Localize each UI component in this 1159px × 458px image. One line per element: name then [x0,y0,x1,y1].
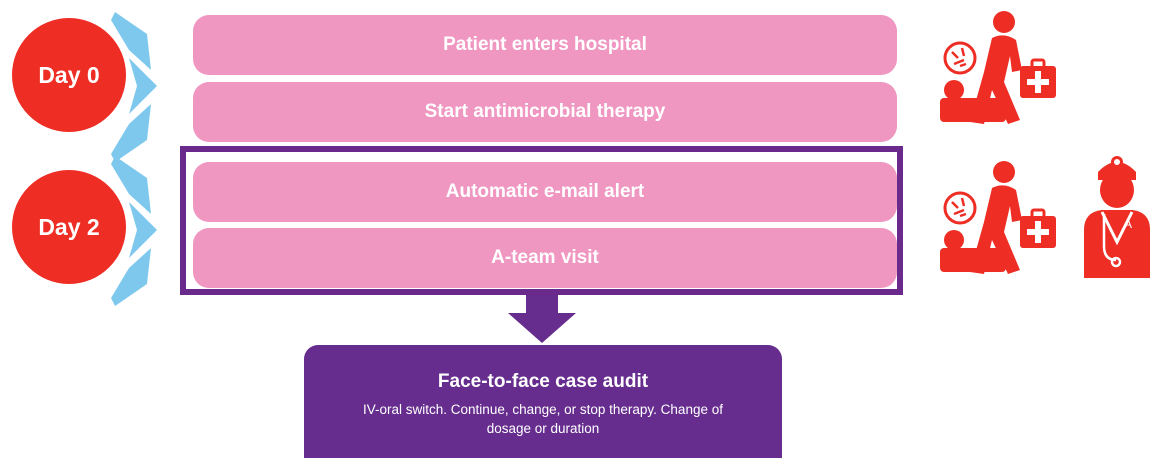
doctor-badge-letter: A [1124,217,1132,231]
day-0-label: Day 0 [38,61,100,88]
patient-with-medical-kit-icon [940,161,1056,274]
day-0-circle: Day 0 [12,18,126,132]
audit-title: Face-to-face case audit [437,371,649,392]
face-to-face-audit-box: Face-to-face case audit IV-oral switch. … [304,345,782,458]
audit-detail: IV-oral switch. Continue, change, or sto… [363,402,723,436]
day-2-chevrons [111,156,157,306]
step-start-antimicrobial-therapy: Start antimicrobial therapy [193,82,897,142]
step-patient-enters-hospital: Patient enters hospital [193,15,897,75]
down-arrow-icon [508,295,576,343]
step-label: Patient enters hospital [443,34,647,55]
day-2-frame [180,146,903,295]
day-0-chevrons [111,12,157,162]
day-2-circle: Day 2 [12,170,126,284]
step-label: Start antimicrobial therapy [424,101,666,122]
step-a-team-visit: A-team visit [193,228,897,288]
doctor-with-stethoscope-icon: A [1084,156,1150,278]
step-automatic-email-alert: Automatic e-mail alert [193,162,897,222]
day-2-label: Day 2 [38,213,100,240]
step-label: A-team visit [491,247,599,268]
step-label: Automatic e-mail alert [445,181,645,202]
patient-with-medical-kit-icon [940,11,1056,124]
